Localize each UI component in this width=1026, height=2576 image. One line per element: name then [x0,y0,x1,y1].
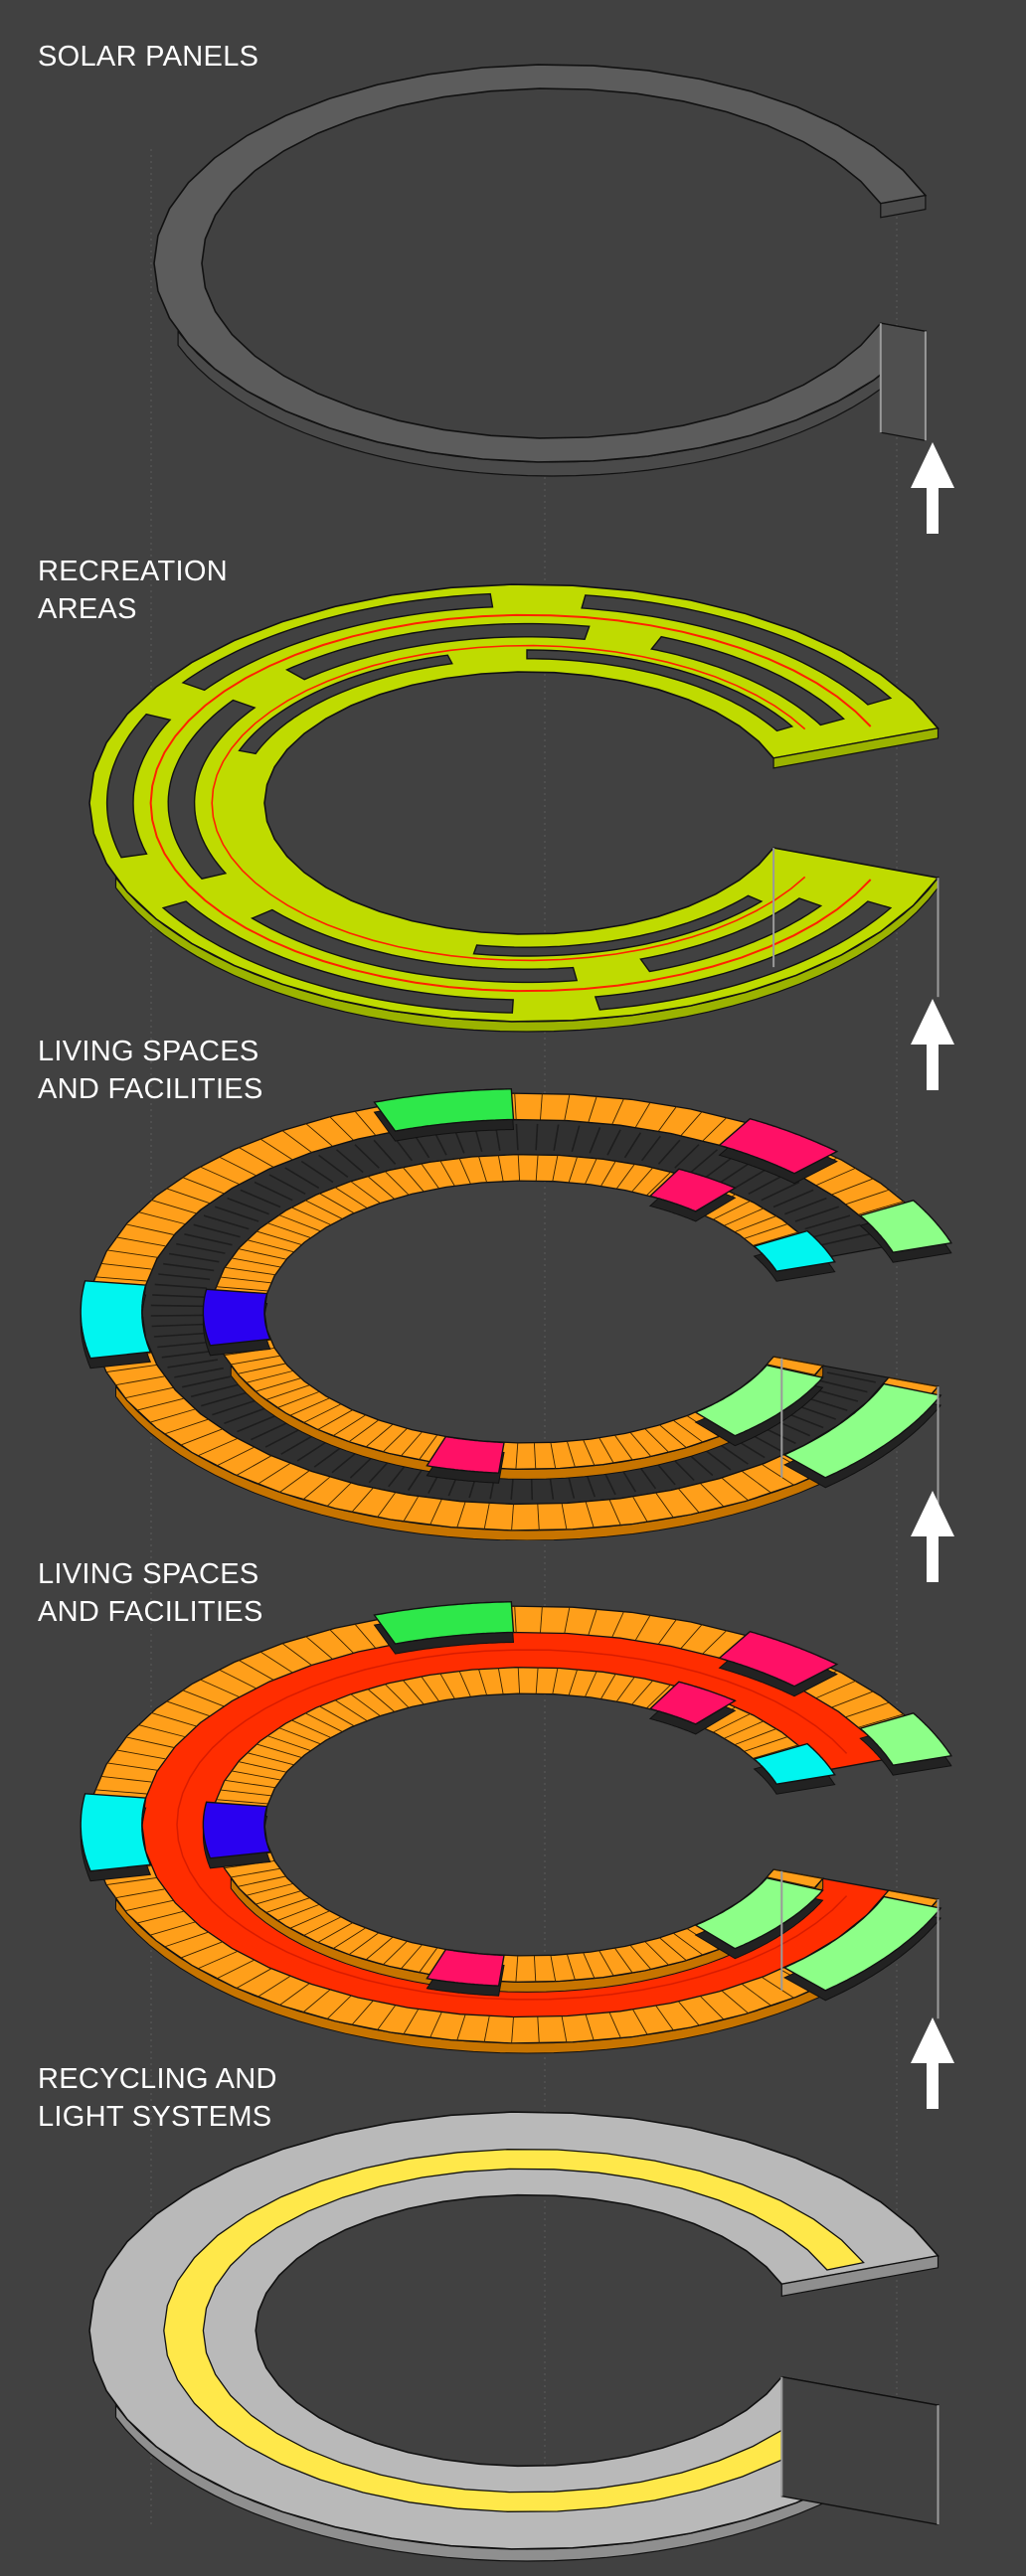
stack-arrows [911,442,954,2109]
up-arrow-icon [911,1491,954,1582]
recycling-light-systems-ring [88,2111,940,2562]
living-spaces-ring-lower [80,1600,952,2054]
label-recycling-light: RECYCLING AND LIGHT SYSTEMS [38,2063,277,2133]
label-recreation-areas: RECREATION AREAS [38,556,228,625]
up-arrow-icon [911,999,954,1090]
recreation-areas-ring [88,583,940,1033]
up-arrow-icon [911,2017,954,2109]
label-solar-panels: SOLAR PANELS [38,41,259,73]
solar-panels-ring [153,64,928,477]
label-living-spaces-lower: LIVING SPACES AND FACILITIES [38,1558,263,1628]
living-spaces-ring-upper [80,1087,952,1540]
up-arrow-icon [911,442,954,534]
label-living-spaces-upper: LIVING SPACES AND FACILITIES [38,1036,263,1105]
